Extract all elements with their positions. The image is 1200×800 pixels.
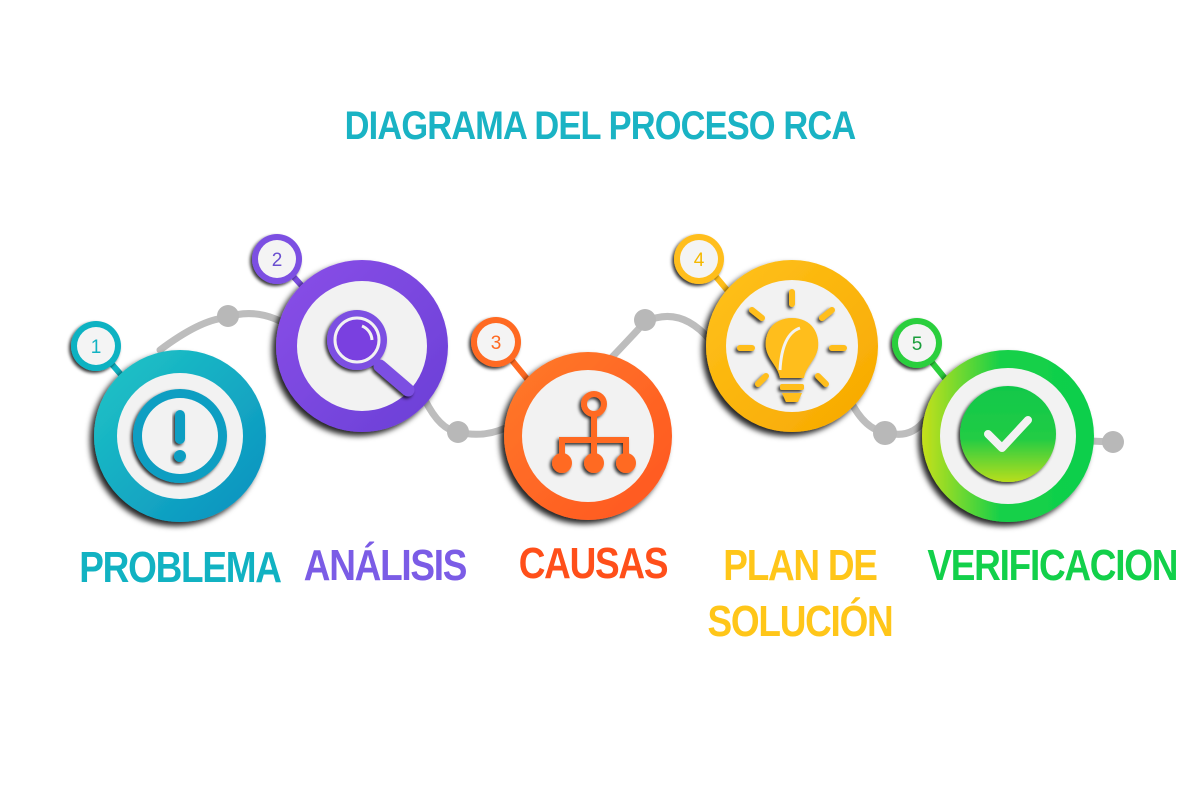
connector-node xyxy=(447,421,469,443)
step-label-3: CAUSAS xyxy=(518,539,669,588)
hierarchy-icon xyxy=(552,391,636,473)
step-number-3: 3 xyxy=(491,333,502,354)
lightbulb-icon xyxy=(737,289,847,402)
step-label-2: ANÁLISIS xyxy=(303,541,468,590)
step-number-2: 2 xyxy=(272,250,283,271)
step-label-1: PROBLEMA xyxy=(79,543,282,592)
step-label-5: VERIFICACION xyxy=(927,541,1178,590)
connector-nodes xyxy=(217,305,1124,453)
step-5: 5 xyxy=(892,318,1094,522)
connector-node xyxy=(217,305,239,327)
diagram-title: DIAGRAMA DEL PROCESO RCA xyxy=(344,104,857,148)
step-2: 2 xyxy=(252,234,448,432)
step-number-4: 4 xyxy=(694,250,705,271)
step-label-4-line2: SOLUCIÓN xyxy=(707,597,893,646)
connector-node xyxy=(873,421,897,445)
step-number-1: 1 xyxy=(91,337,102,358)
step-label-4-line1: PLAN DE xyxy=(723,541,878,590)
magnifier-icon xyxy=(327,310,415,397)
connector-node xyxy=(1102,431,1124,453)
step-1: 1 xyxy=(71,321,266,522)
step-3: 3 xyxy=(471,317,672,520)
step-number-5: 5 xyxy=(912,334,923,355)
exclamation-icon xyxy=(133,389,227,483)
connector-node xyxy=(634,309,656,331)
checkmark-icon xyxy=(960,386,1056,482)
step-4: 4 xyxy=(674,234,878,432)
